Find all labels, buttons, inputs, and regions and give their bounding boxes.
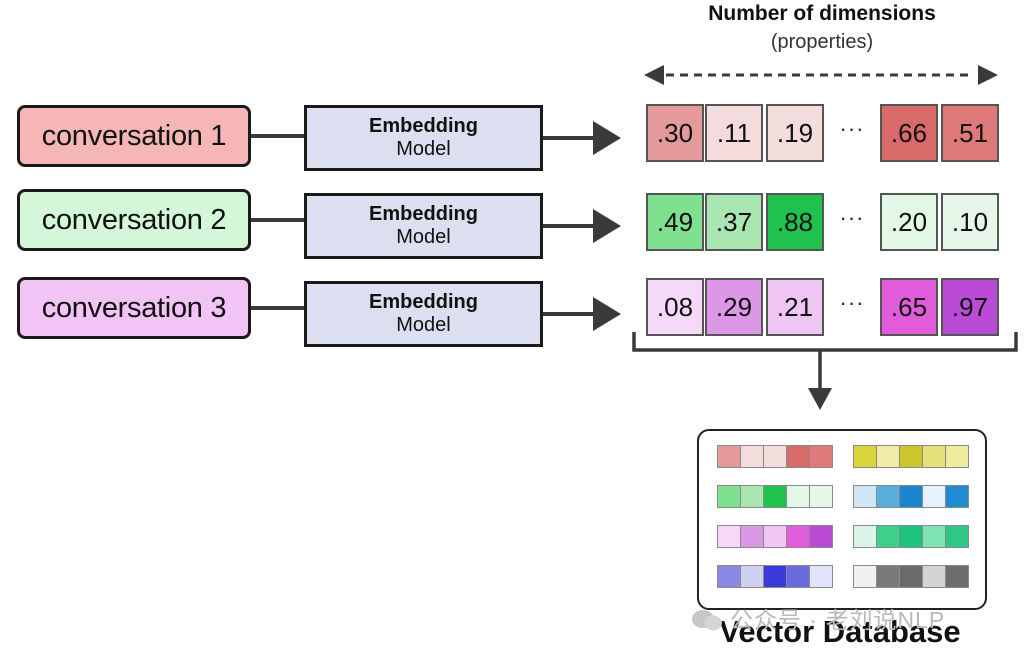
- stored-vector-cell: [899, 525, 923, 548]
- stored-vector-cell: [899, 485, 923, 508]
- stored-vector-cell: [763, 525, 787, 548]
- vector-cell: .11: [705, 104, 763, 162]
- stored-vector-cell: [740, 565, 764, 588]
- stored-vector-cell: [786, 565, 810, 588]
- vector-cell: .49: [646, 193, 704, 251]
- stored-vector-cell: [763, 485, 787, 508]
- conversation-box-3: conversation 3: [17, 277, 251, 339]
- connector-line: [251, 306, 304, 310]
- embedding-model-sublabel: Model: [396, 314, 451, 336]
- vector-cell: .10: [941, 193, 999, 251]
- vector-cell: .65: [880, 278, 938, 336]
- vector-cell: .30: [646, 104, 704, 162]
- embedding-model-sublabel: Model: [396, 226, 451, 248]
- stored-vector-cell: [786, 485, 810, 508]
- vector-cell: .29: [705, 278, 763, 336]
- stored-vector-cell: [740, 525, 764, 548]
- vector-cell: .19: [766, 104, 824, 162]
- dimensions-title: Number of dimensions: [708, 2, 936, 25]
- embedding-output-arrow: [543, 121, 621, 155]
- stored-vector-cell: [786, 525, 810, 548]
- connector-line: [251, 218, 304, 222]
- embedding-model-label: Embedding: [369, 291, 478, 313]
- conversation-box-2: conversation 2: [17, 189, 251, 251]
- vector-database-box: [697, 429, 987, 610]
- embedding-model-label: Embedding: [369, 203, 478, 225]
- wechat-icon: [692, 610, 722, 631]
- dimensions-double-arrow: [644, 65, 998, 85]
- stored-vector-cell: [853, 565, 877, 588]
- vector-cell: .20: [880, 193, 938, 251]
- embedding-output-arrow: [543, 297, 621, 331]
- stored-vector-cell: [717, 565, 741, 588]
- stored-vector-cell: [922, 445, 946, 468]
- stored-vector-cell: [809, 525, 833, 548]
- stored-vector-cell: [853, 485, 877, 508]
- vector-cell: .51: [941, 104, 999, 162]
- vector-cell: .97: [941, 278, 999, 336]
- stored-vector-cell: [876, 485, 900, 508]
- stored-vector-cell: [763, 445, 787, 468]
- stored-vector-cell: [786, 445, 810, 468]
- stored-vector-cell: [945, 445, 969, 468]
- stored-vector-cell: [945, 565, 969, 588]
- stored-vector-cell: [945, 525, 969, 548]
- stored-vector-cell: [717, 445, 741, 468]
- stored-vector-cell: [740, 445, 764, 468]
- stored-vector-cell: [809, 565, 833, 588]
- stored-vector-cell: [876, 565, 900, 588]
- stored-vector-cell: [763, 565, 787, 588]
- vector-cell: .88: [766, 193, 824, 251]
- vector-cell: .08: [646, 278, 704, 336]
- vector-cell: .66: [880, 104, 938, 162]
- ellipsis: ···: [839, 205, 865, 230]
- stored-vector-cell: [853, 525, 877, 548]
- stored-vector-cell: [899, 445, 923, 468]
- conversation-box-1: conversation 1: [17, 105, 251, 167]
- stored-vector-cell: [899, 565, 923, 588]
- embedding-model-sublabel: Model: [396, 138, 451, 160]
- stored-vector-cell: [922, 565, 946, 588]
- stored-vector-cell: [922, 525, 946, 548]
- stored-vector-cell: [809, 445, 833, 468]
- ellipsis: ···: [839, 116, 865, 141]
- stored-vector-cell: [876, 525, 900, 548]
- stored-vector-cell: [740, 485, 764, 508]
- watermark: 公众号 · 老刘说NLP: [690, 601, 945, 635]
- dimensions-subtitle: (properties): [770, 31, 874, 53]
- vector-cell: .21: [766, 278, 824, 336]
- stored-vector-cell: [945, 485, 969, 508]
- stored-vector-cell: [922, 485, 946, 508]
- connector-line: [251, 134, 304, 138]
- stored-vector-cell: [717, 485, 741, 508]
- collect-bracket: [632, 332, 1018, 410]
- stored-vector-cell: [809, 485, 833, 508]
- stored-vector-cell: [717, 525, 741, 548]
- watermark-text: 公众号 · 老刘说NLP: [730, 607, 946, 633]
- stored-vector-cell: [876, 445, 900, 468]
- embedding-model-label: Embedding: [369, 115, 478, 137]
- stored-vector-cell: [853, 445, 877, 468]
- vector-cell: .37: [705, 193, 763, 251]
- embedding-output-arrow: [543, 209, 621, 243]
- ellipsis: ···: [839, 290, 865, 315]
- vector-database-label: Vector Database: [719, 614, 961, 649]
